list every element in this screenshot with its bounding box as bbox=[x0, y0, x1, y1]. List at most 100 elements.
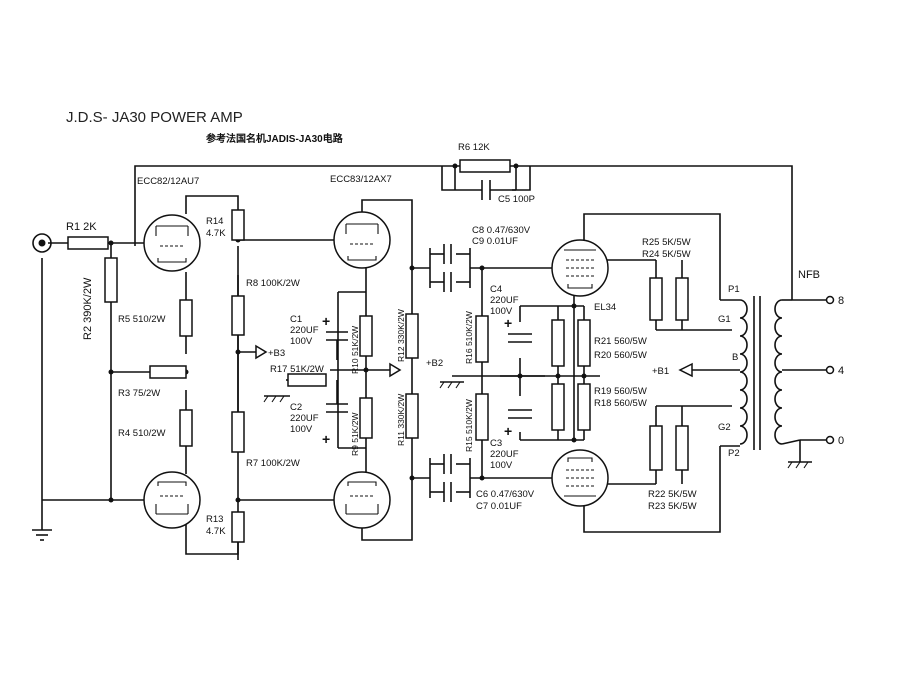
c3-voltage: 100V bbox=[490, 460, 513, 471]
r3-label: R3 75/2W bbox=[118, 388, 160, 399]
resistor-r24 bbox=[675, 277, 689, 321]
r14-label: R14 bbox=[206, 216, 223, 227]
resistor-r14 bbox=[231, 209, 245, 241]
resistor-r8 bbox=[231, 295, 245, 336]
c2-label: C2 bbox=[290, 402, 302, 413]
capacitors bbox=[326, 180, 532, 502]
terminal-8-icon[interactable] bbox=[825, 295, 835, 305]
c4-label: C4 bbox=[490, 284, 502, 295]
c3-value: 220UF bbox=[490, 449, 519, 460]
g1-label: G1 bbox=[718, 314, 731, 325]
page-subtitle: 参考法国名机JADIS-JA30电路 bbox=[206, 132, 344, 145]
r1-label: R1 2K bbox=[66, 221, 97, 233]
b1-arrow-icon bbox=[678, 362, 693, 378]
c5-label: C5 100P bbox=[498, 194, 535, 205]
tube-v2-top-icon bbox=[333, 211, 391, 269]
terminal-0-icon[interactable] bbox=[825, 435, 835, 445]
r13-label: R13 bbox=[206, 514, 223, 525]
r20-label: R20 560/5W bbox=[594, 350, 647, 361]
c2-value: 220UF bbox=[290, 413, 319, 424]
r5-label: R5 510/2W bbox=[118, 314, 166, 325]
r4-label: R4 510/2W bbox=[118, 428, 166, 439]
b1-label: +B1 bbox=[652, 366, 669, 377]
c1-plus: + bbox=[322, 313, 330, 329]
resistor-r17 bbox=[287, 373, 327, 387]
b3-label: +B3 bbox=[268, 348, 285, 359]
b2-label: +B2 bbox=[426, 358, 443, 369]
tube-el34-bottom-icon bbox=[551, 449, 609, 507]
c4-voltage: 100V bbox=[490, 306, 513, 317]
r16-label: R16 510K/2W bbox=[464, 311, 474, 364]
c9-label: C9 0.01UF bbox=[472, 236, 518, 247]
terminal-8-label: 8 bbox=[838, 295, 844, 307]
resistor-r18 bbox=[577, 383, 591, 431]
tube-v1-bottom-icon bbox=[143, 471, 201, 529]
c4-value: 220UF bbox=[490, 295, 519, 306]
tube-v1-label: ECC82/12AU7 bbox=[137, 176, 199, 187]
c8-label: C8 0.47/630V bbox=[472, 225, 531, 236]
resistor-r21 bbox=[551, 319, 565, 367]
tube-v2-label: ECC83/12AX7 bbox=[330, 174, 392, 185]
tube-v1-top-icon bbox=[143, 214, 201, 272]
r6-label: R6 12K bbox=[458, 142, 490, 153]
r10-label: R10 51K/2W bbox=[350, 326, 360, 374]
r24-label: R24 5K/5W bbox=[642, 249, 691, 260]
r23-label: R23 5K/5W bbox=[648, 501, 697, 512]
b2-arrow-icon bbox=[389, 362, 402, 378]
ground-icon bbox=[439, 381, 464, 389]
c3-plus: + bbox=[504, 423, 512, 439]
b-label: B bbox=[732, 352, 738, 363]
junction-dots bbox=[108, 163, 587, 503]
input-jack-icon bbox=[32, 233, 52, 253]
c3-label: C3 bbox=[490, 438, 502, 449]
resistor-r5 bbox=[179, 299, 193, 337]
r19-label: R19 560/5W bbox=[594, 386, 647, 397]
resistor-r23 bbox=[675, 425, 689, 471]
r2-label: R2 390K/2W bbox=[82, 277, 94, 340]
c1-voltage: 100V bbox=[290, 336, 313, 347]
r9-label: R9 51K/2W bbox=[350, 413, 360, 456]
tube-el34-label: EL34 bbox=[594, 302, 616, 313]
resistor-r16 bbox=[475, 315, 489, 363]
p1-label: P1 bbox=[728, 284, 740, 295]
resistor-r22 bbox=[649, 425, 663, 471]
resistors bbox=[67, 159, 689, 543]
resistor-r4 bbox=[179, 409, 193, 447]
resistor-r15 bbox=[475, 393, 489, 441]
resistor-r3 bbox=[149, 365, 187, 379]
resistor-r12 bbox=[405, 313, 419, 359]
c1-label: C1 bbox=[290, 314, 302, 325]
component-labels: ECC82/12AU7 ECC83/12AX7 EL34 R1 2K R2 39… bbox=[66, 142, 844, 537]
r8-label: R8 100K/2W bbox=[246, 278, 300, 289]
resistor-r19 bbox=[551, 383, 565, 431]
terminal-4-icon[interactable] bbox=[825, 365, 835, 375]
resistor-r13 bbox=[231, 511, 245, 543]
r17-label: R17 51K/2W bbox=[270, 364, 324, 375]
nfb-label: NFB bbox=[798, 269, 820, 281]
c6-label: C6 0.47/630V bbox=[476, 489, 535, 500]
resistor-r2 bbox=[104, 257, 118, 303]
r13-value: 4.7K bbox=[206, 526, 226, 537]
tube-el34-top-icon bbox=[551, 239, 609, 297]
resistor-r10 bbox=[359, 315, 373, 357]
r14-value: 4.7K bbox=[206, 228, 226, 239]
resistor-r25 bbox=[649, 277, 663, 321]
resistor-r20 bbox=[577, 319, 591, 367]
p2-label: P2 bbox=[728, 448, 740, 459]
c4-plus: + bbox=[504, 315, 512, 331]
c1-value: 220UF bbox=[290, 325, 319, 336]
r22-label: R22 5K/5W bbox=[648, 489, 697, 500]
resistor-r7 bbox=[231, 411, 245, 453]
r12-label: R12 330K/2W bbox=[396, 309, 406, 362]
r21-label: R21 560/5W bbox=[594, 336, 647, 347]
c2-plus: + bbox=[322, 431, 330, 447]
page-title: J.D.S- JA30 POWER AMP bbox=[66, 109, 243, 126]
tube-v2-bottom-icon bbox=[333, 471, 391, 529]
ground-icon bbox=[32, 529, 52, 541]
resistor-r6 bbox=[459, 159, 511, 173]
ground-icon bbox=[263, 395, 290, 403]
resistor-r1 bbox=[67, 236, 109, 250]
ground-icon bbox=[787, 461, 812, 469]
r18-label: R18 560/5W bbox=[594, 398, 647, 409]
